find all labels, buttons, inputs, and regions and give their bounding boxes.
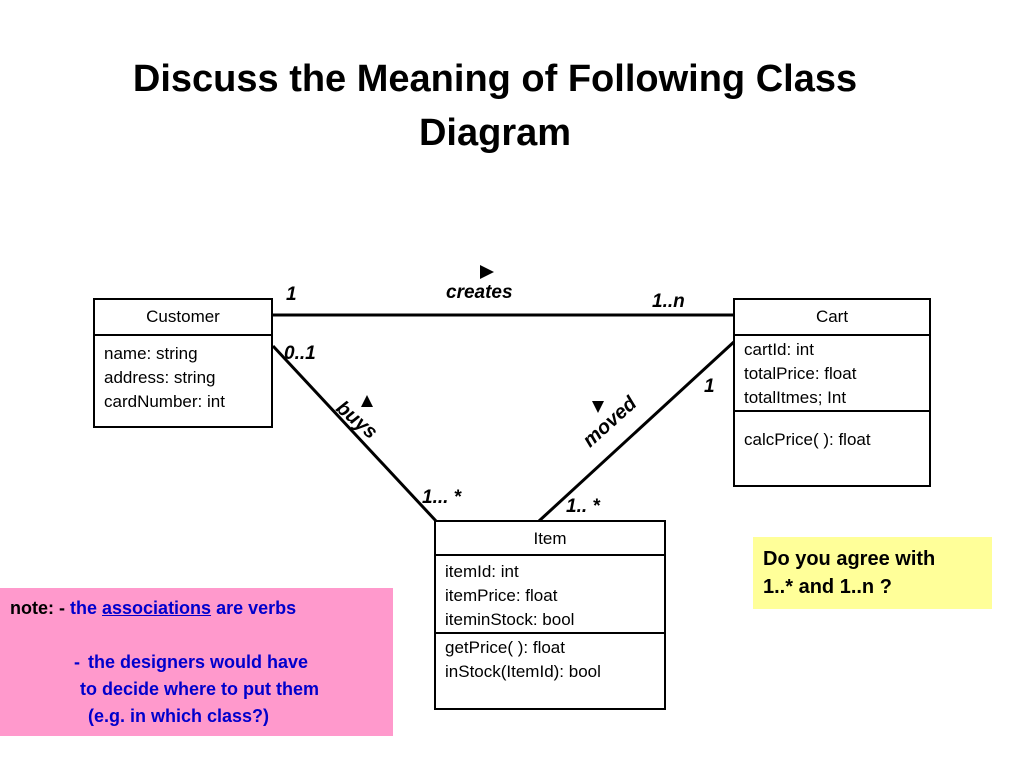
cart-class-name: Cart — [735, 300, 929, 336]
moved-cart-multiplicity: 1 — [704, 376, 715, 397]
buys-direction-arrow-icon — [361, 395, 373, 407]
item-attribute: itemId: int — [445, 562, 519, 581]
cart-attribute: cartId: int — [744, 340, 814, 359]
customer-attributes: name: string address: string cardNumber:… — [95, 336, 271, 414]
note-text: are verbs — [216, 598, 297, 618]
note-box: note: - the associations are verbs -the … — [0, 588, 393, 736]
creates-direction-arrow-icon — [480, 265, 494, 279]
note-text: the designers would have — [88, 652, 309, 672]
cart-attributes: cartId: int totalPrice: float totalItmes… — [735, 336, 929, 412]
slide-title-line-2: Diagram — [418, 112, 572, 154]
cart-class: Cart cartId: int totalPrice: float total… — [733, 298, 931, 487]
cart-operations: calcPrice( ): float — [735, 412, 929, 452]
customer-attribute: cardNumber: int — [104, 392, 225, 411]
question-box: Do you agree with 1..* and 1..n ? — [753, 537, 992, 609]
item-class: Item itemId: int itemPrice: float itemin… — [434, 520, 666, 710]
note-line-1: note: - the associations are verbs — [10, 598, 296, 619]
customer-attribute: name: string — [104, 344, 198, 363]
item-operation: getPrice( ): float — [445, 638, 565, 657]
slide-title: Discuss the Meaning of Following Class D… — [0, 52, 990, 160]
slide-title-line-1: Discuss the Meaning of Following Class — [132, 58, 858, 100]
note-line-3: to decide where to put them — [80, 679, 320, 699]
moved-association-line — [537, 338, 738, 523]
buys-item-multiplicity: 1... * — [422, 487, 462, 508]
note-dash: - — [74, 652, 80, 672]
customer-attribute: address: string — [104, 368, 216, 387]
note-prefix: note: - — [10, 598, 65, 618]
item-class-name: Item — [436, 522, 664, 556]
item-operations: getPrice( ): float inStock(ItemId): bool — [436, 634, 664, 684]
customer-class: Customer name: string address: string ca… — [93, 298, 273, 428]
customer-class-name: Customer — [95, 300, 271, 336]
note-line-4: (e.g. in which class?) — [88, 706, 270, 726]
cart-attribute: totalItmes; Int — [744, 388, 847, 407]
question-line-2: 1..* and 1..n ? — [763, 576, 892, 598]
cart-attribute: totalPrice: float — [744, 364, 857, 383]
note-text: the — [70, 598, 97, 618]
moved-item-multiplicity: 1.. * — [566, 496, 600, 517]
cart-operation: calcPrice( ): float — [744, 430, 871, 449]
item-attributes: itemId: int itemPrice: float iteminStock… — [436, 556, 664, 634]
creates-cart-multiplicity: 1..n — [652, 291, 685, 312]
creates-customer-multiplicity: 1 — [286, 284, 297, 305]
item-attribute: iteminStock: bool — [445, 610, 575, 629]
buys-customer-multiplicity: 0..1 — [284, 343, 316, 364]
moved-direction-arrow-icon — [592, 401, 604, 413]
question-line-1: Do you agree with — [763, 548, 936, 570]
item-operation: inStock(ItemId): bool — [445, 662, 601, 681]
buys-association-line — [271, 344, 438, 523]
item-attribute: itemPrice: float — [445, 586, 558, 605]
associations-link[interactable]: associations — [102, 598, 212, 618]
creates-association-label: creates — [446, 282, 513, 303]
note-line-2: -the designers would have — [74, 652, 308, 673]
